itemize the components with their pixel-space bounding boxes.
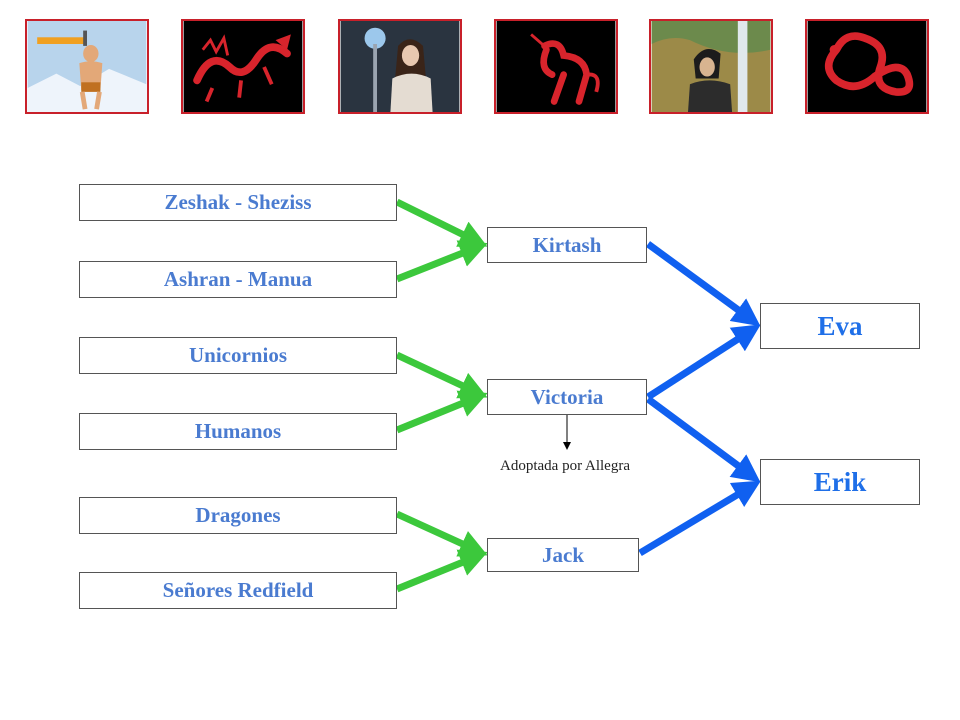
node-senores-redfield: Señores Redfield [79,572,397,609]
arrow-victoria-to-erik [645,396,761,483]
arrow-jack-to-erik [638,480,762,557]
red-dragon-icon [183,21,303,112]
node-eva: Eva [760,303,920,349]
thumbnail-boy-with-sword [25,19,149,114]
node-victoria: Victoria [487,379,647,415]
thumbnail-girl-with-staff [338,19,462,114]
arrow-dragones-to-jack [395,510,488,557]
node-humanos: Humanos [79,413,397,450]
red-unicorn-icon [496,21,616,112]
arrow-kirtash-to-eva [645,241,761,327]
man-with-sword-icon [651,21,771,112]
arrow-unicornios-to-victoria [395,351,488,399]
note-adoptada-por-allegra: Adoptada por Allegra [500,458,630,474]
node-erik: Erik [760,459,920,505]
thumbnail-red-serpent [805,19,929,114]
thumbnail-red-unicorn [494,19,618,114]
arrow-victoria-to-eva [646,324,761,400]
boy-with-sword-icon [27,21,147,112]
girl-with-staff-icon [340,21,460,112]
red-serpent-icon [807,21,927,112]
node-jack: Jack [487,538,639,572]
arrow-zeshak-to-kirtash [395,198,488,247]
node-unicornios: Unicornios [79,337,397,374]
node-kirtash: Kirtash [487,227,647,263]
arrow-ashran-to-kirtash [395,240,488,283]
node-ashran-manua: Ashran - Manua [79,261,397,298]
node-dragones: Dragones [79,497,397,534]
arrow-humanos-to-victoria [395,390,488,434]
thumbnail-red-dragon [181,19,305,114]
thumbnail-man-with-sword [649,19,773,114]
arrow-redfield-to-jack [395,549,488,593]
node-zeshak-sheziss: Zeshak - Sheziss [79,184,397,221]
